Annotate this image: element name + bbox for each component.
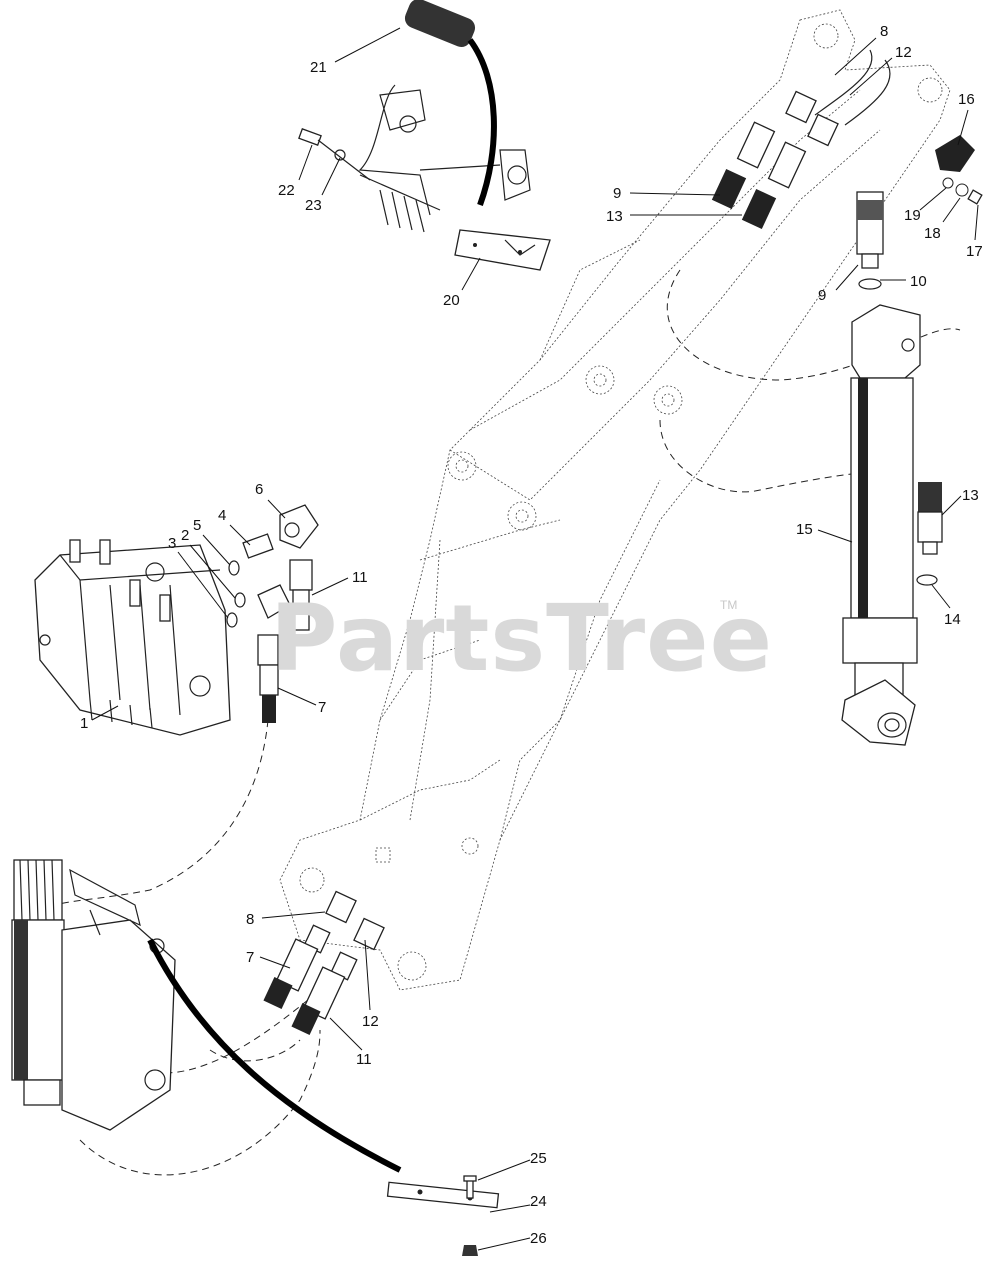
watermark-trademark: TM — [720, 598, 738, 612]
callout-2: 2 — [181, 527, 189, 544]
right-top-fittings — [856, 135, 983, 290]
swing-post — [11, 859, 176, 1131]
hydraulic-cylinder — [841, 304, 943, 746]
callout-11-valve: 11 — [352, 569, 368, 586]
callout-20: 20 — [443, 292, 460, 309]
callout-15: 15 — [796, 521, 813, 538]
callout-13-right: 13 — [962, 487, 979, 504]
callout-12-bottom: 12 — [362, 1013, 379, 1030]
callout-labels: 21 22 23 20 8 12 9 13 16 19 18 17 9 10 6… — [80, 23, 983, 1247]
callout-19: 19 — [904, 207, 921, 224]
callout-24: 24 — [530, 1193, 547, 1210]
callout-16: 16 — [958, 91, 975, 108]
boom-top-fittings — [711, 49, 891, 230]
callout-8-bottom: 8 — [246, 911, 254, 928]
callout-11-bottom: 11 — [356, 1051, 372, 1068]
lower-hose-and-clamp — [147, 938, 500, 1256]
callout-8-top: 8 — [880, 23, 888, 40]
callout-12-top: 12 — [895, 44, 912, 61]
callout-7-bottom: 7 — [246, 949, 254, 966]
callout-5: 5 — [193, 517, 201, 534]
callout-14: 14 — [944, 611, 961, 628]
callout-6: 6 — [255, 481, 263, 498]
callout-1: 1 — [80, 715, 88, 732]
valve-fittings — [226, 504, 319, 723]
callout-9-top: 9 — [613, 185, 621, 202]
callout-26: 26 — [530, 1230, 547, 1247]
boom-arm — [279, 9, 951, 991]
callout-13-top: 13 — [606, 208, 623, 225]
hose-clamp-assembly — [298, 0, 551, 271]
callout-leaders — [91, 27, 979, 1251]
callout-3: 3 — [168, 535, 176, 552]
callout-25: 25 — [530, 1150, 547, 1167]
control-valve — [34, 539, 231, 736]
callout-21: 21 — [310, 59, 327, 76]
boom-bottom-fittings — [263, 890, 385, 1036]
callout-10: 10 — [910, 273, 927, 290]
callout-18: 18 — [924, 225, 941, 242]
callout-7-valve: 7 — [318, 699, 326, 716]
callout-17: 17 — [966, 243, 983, 260]
callout-23: 23 — [305, 197, 322, 214]
callout-22: 22 — [278, 182, 295, 199]
callout-9-right: 9 — [818, 287, 826, 304]
callout-4: 4 — [218, 507, 226, 524]
